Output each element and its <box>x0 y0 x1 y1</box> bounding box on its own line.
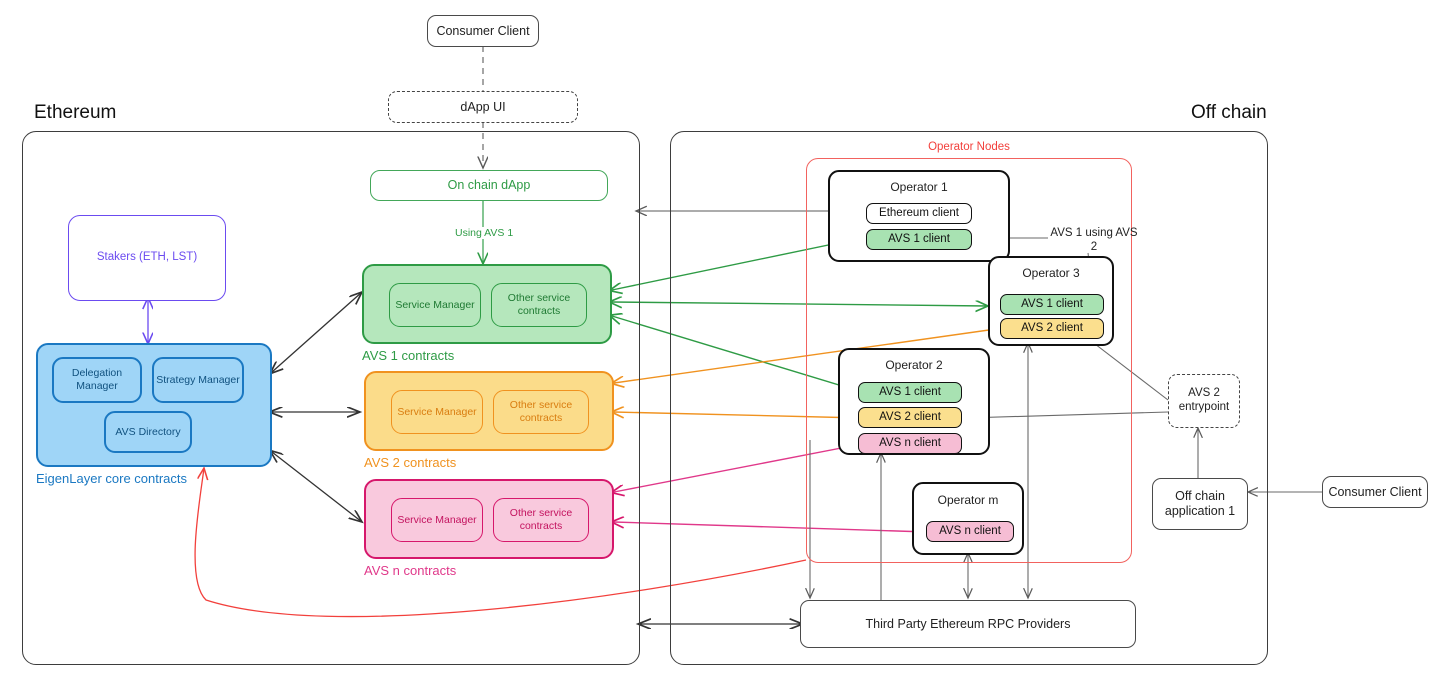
avs-n-other-contracts-label: Other service contracts <box>509 507 573 532</box>
operator-1-client-ethereum[interactable]: Ethereum client <box>866 203 972 224</box>
region-ethereum-label: Ethereum <box>28 102 123 124</box>
avs-2-contracts-label: AVS 2 contracts <box>364 454 584 472</box>
operator-2-client-avsn-label: AVS n client <box>879 436 941 449</box>
offchain-application-1-label: Off chain application 1 <box>1164 489 1236 518</box>
operator-3-client-avs2[interactable]: AVS 2 client <box>1000 318 1104 339</box>
region-offchain <box>670 131 1268 665</box>
avs-directory-label: AVS Directory <box>115 425 181 438</box>
delegation-manager-label: Delegation Manager <box>71 367 123 392</box>
dapp-ui-box[interactable]: dApp UI <box>388 91 578 123</box>
avs1-using-avs2-note-text: AVS 1 using AVS 2 <box>1050 227 1138 254</box>
stakers-box[interactable]: Stakers (ETH, LST) <box>68 215 226 301</box>
operator-1-client-avs1-label: AVS 1 client <box>888 232 950 245</box>
avs-n-other-contracts[interactable]: Other service contracts <box>493 498 589 542</box>
operator-nodes-label: Operator Nodes <box>806 140 1132 156</box>
operator-2-title-text: Operator 2 <box>885 358 943 372</box>
operator-m-title-text: Operator m <box>937 493 999 507</box>
operator-2-client-avs2[interactable]: AVS 2 client <box>858 407 962 428</box>
avs-n-contracts-label: AVS n contracts <box>364 562 584 580</box>
avs1-using-avs2-note: AVS 1 using AVS 2 <box>1050 226 1138 255</box>
operator-1-title: Operator 1 <box>828 180 1010 194</box>
avs-n-contracts-label-text: AVS n contracts <box>364 563 457 579</box>
avs-2-other-contracts[interactable]: Other service contracts <box>493 390 589 434</box>
operator-m-client-avsn[interactable]: AVS n client <box>926 521 1014 542</box>
region-offchain-label: Off chain <box>1185 102 1273 124</box>
operator-3-client-avs1-label: AVS 1 client <box>1021 297 1083 310</box>
stakers-label: Stakers (ETH, LST) <box>96 251 198 264</box>
strategy-manager-label: Strategy Manager <box>156 373 240 386</box>
eigenlayer-core-label: EigenLayer core contracts <box>36 470 256 488</box>
on-chain-dapp-box[interactable]: On chain dApp <box>370 170 608 201</box>
avs-2-entrypoint-label: AVS 2 entrypoint <box>1178 387 1230 413</box>
avs-1-service-manager-label: Service Manager <box>395 298 475 311</box>
rpc-providers-box[interactable]: Third Party Ethereum RPC Providers <box>800 600 1136 648</box>
dapp-ui-label: dApp UI <box>460 99 506 114</box>
operator-3-title-text: Operator 3 <box>1022 266 1080 280</box>
consumer-client-right[interactable]: Consumer Client <box>1322 476 1428 508</box>
operator-1-client-ethereum-label: Ethereum client <box>879 206 959 219</box>
rpc-providers-label: Third Party Ethereum RPC Providers <box>865 616 1071 631</box>
operator-2-client-avsn[interactable]: AVS n client <box>858 433 962 454</box>
avs-1-other-contracts[interactable]: Other service contracts <box>491 283 587 327</box>
operator-2-client-avs2-label: AVS 2 client <box>879 410 941 423</box>
avs-1-contracts-label-text: AVS 1 contracts <box>362 348 455 364</box>
operator-nodes-label-text: Operator Nodes <box>928 141 1010 154</box>
avs-1-other-contracts-label: Other service contracts <box>507 292 571 317</box>
operator-m-client-avsn-label: AVS n client <box>939 524 1001 537</box>
consumer-client-top-label: Consumer Client <box>436 23 530 38</box>
operator-m-box[interactable] <box>912 482 1024 555</box>
operator-2-title: Operator 2 <box>838 358 990 372</box>
operator-3-client-avs1[interactable]: AVS 1 client <box>1000 294 1104 315</box>
avs-2-entrypoint-box[interactable]: AVS 2 entrypoint <box>1168 374 1240 428</box>
avs-2-service-manager[interactable]: Service Manager <box>391 390 483 434</box>
eigenlayer-core-label-text: EigenLayer core contracts <box>36 471 188 487</box>
operator-nodes-frame <box>806 158 1132 563</box>
operator-3-client-avs2-label: AVS 2 client <box>1021 321 1083 334</box>
avs-2-service-manager-label: Service Manager <box>397 405 477 418</box>
avs-n-service-manager[interactable]: Service Manager <box>391 498 483 542</box>
module-strategy-manager[interactable]: Strategy Manager <box>152 357 244 403</box>
avs-1-contracts-label: AVS 1 contracts <box>362 347 582 365</box>
operator-m-title: Operator m <box>912 493 1024 507</box>
operator-2-client-avs1-label: AVS 1 client <box>879 385 941 398</box>
consumer-client-right-label: Consumer Client <box>1328 484 1422 499</box>
avs-2-contracts-label-text: AVS 2 contracts <box>364 455 457 471</box>
operator-1-title-text: Operator 1 <box>890 180 948 194</box>
module-delegation-manager[interactable]: Delegation Manager <box>52 357 142 403</box>
operator-1-client-avs1[interactable]: AVS 1 client <box>866 229 972 250</box>
offchain-application-1-box[interactable]: Off chain application 1 <box>1152 478 1248 530</box>
avs-2-other-contracts-label: Other service contracts <box>509 399 573 424</box>
module-avs-directory[interactable]: AVS Directory <box>104 411 192 453</box>
avs-1-service-manager[interactable]: Service Manager <box>389 283 481 327</box>
operator-3-title: Operator 3 <box>988 266 1114 280</box>
using-avs-1-label: Using AVS 1 <box>452 227 517 239</box>
on-chain-dapp-label: On chain dApp <box>447 178 531 192</box>
region-ethereum <box>22 131 640 665</box>
operator-2-client-avs1[interactable]: AVS 1 client <box>858 382 962 403</box>
consumer-client-top[interactable]: Consumer Client <box>427 15 539 47</box>
avs-n-service-manager-label: Service Manager <box>397 513 477 526</box>
